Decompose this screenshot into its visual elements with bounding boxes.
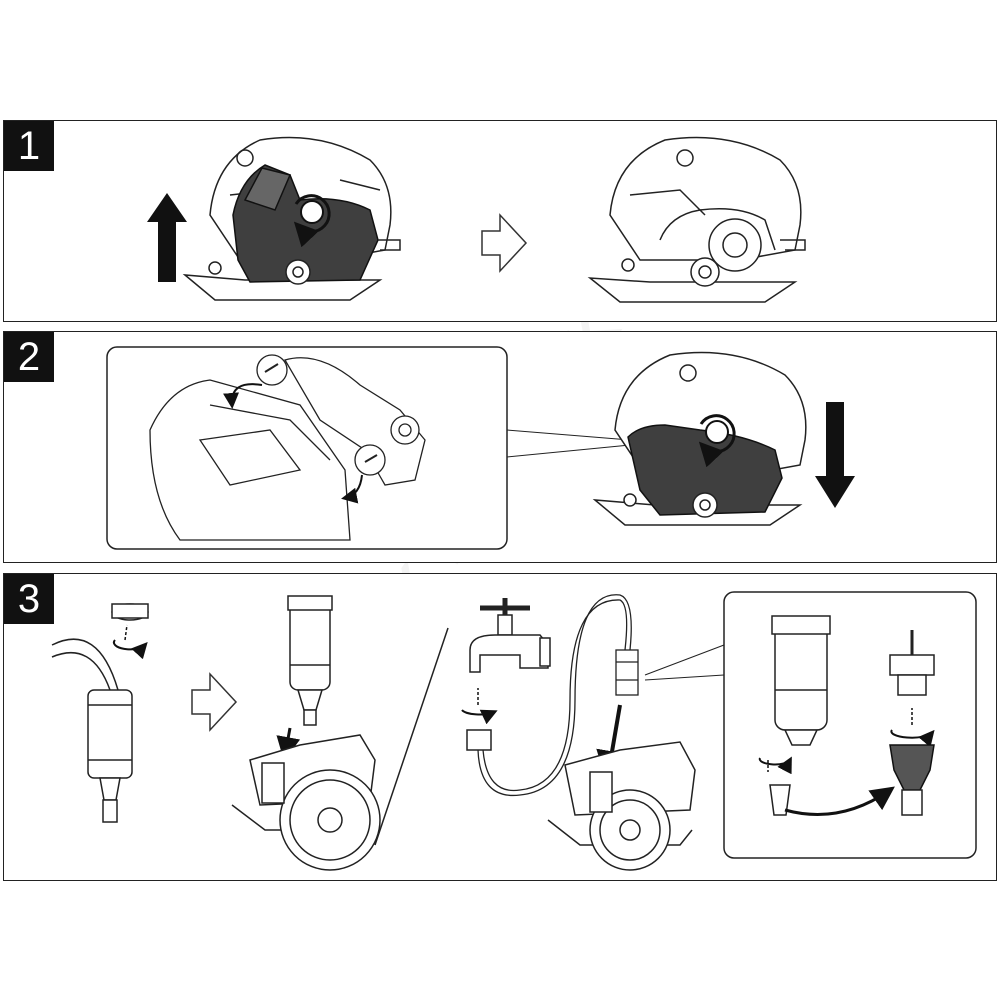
callout-connector [644,644,725,681]
water-bottle-into-saw [231,595,381,871]
callout-connector [506,429,631,458]
hose-fill-bottle [50,603,149,823]
circular-saw-guard-removed [587,136,806,303]
fitting-detail-callout [723,591,977,859]
hollow-arrow-right-icon [481,213,528,273]
circular-saw-guard-attached [182,136,401,301]
divider-line [374,627,449,846]
saw-blade-icon [547,741,696,871]
step-3-number: 3 [4,574,54,624]
guard-clip-detail [149,354,426,541]
circular-saw-guard-install [592,351,807,526]
faucet-icon [461,598,551,751]
step-1-number: 1 [4,121,54,171]
hollow-arrow-right-icon [191,672,238,732]
step-2-number: 2 [4,332,54,382]
water-bottle-icon [758,615,935,816]
arrow-up-icon [147,193,187,282]
arrow-down-icon [815,402,855,508]
